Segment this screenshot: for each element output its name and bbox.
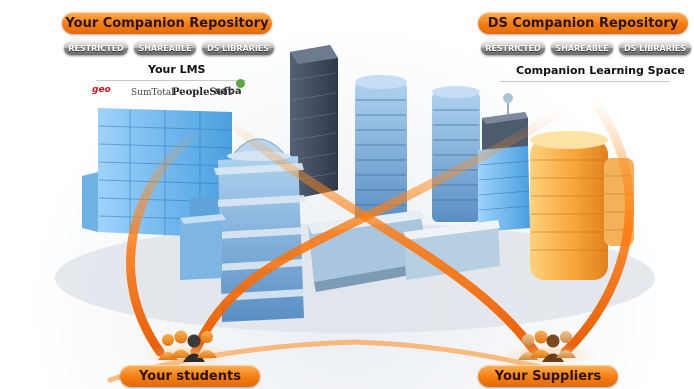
- left-repository-title: Your Companion Repository: [62, 12, 272, 34]
- suppliers-label: Your Suppliers: [478, 365, 618, 387]
- sumtotal-logo: SumTotal: [131, 88, 175, 98]
- left-restricted-button[interactable]: RESTRICTED: [64, 41, 128, 55]
- glass-block-right: [478, 146, 530, 232]
- orange-building-right: [530, 131, 634, 280]
- right-shareable-button[interactable]: SHAREABLE: [551, 41, 613, 55]
- geo-logo: geo: [92, 85, 111, 95]
- left-ds-libraries-button[interactable]: DS LIBRARIES: [202, 41, 274, 55]
- students-label: Your students: [120, 365, 260, 387]
- saba-logo: saba: [215, 86, 242, 97]
- students-people-icon: [158, 330, 217, 362]
- saba-leaf-icon: [236, 79, 245, 88]
- right-ds-libraries-button[interactable]: DS LIBRARIES: [619, 41, 691, 55]
- cylinder-tower-right: [432, 86, 513, 222]
- steel-tower: [290, 45, 338, 198]
- peoplesoft-logo: PeopleSoft: [172, 87, 233, 98]
- left-shareable-button[interactable]: SHAREABLE: [134, 41, 196, 55]
- right-repository-subtitle: Companion Learning Space: [516, 64, 685, 77]
- suppliers-people-icon: [518, 330, 576, 362]
- glass-cubes-left: [180, 196, 226, 280]
- right-restricted-button[interactable]: RESTRICTED: [481, 41, 545, 55]
- left-subtitle-divider: [96, 80, 246, 81]
- domed-building: [214, 138, 306, 322]
- right-repository-title: DS Companion Repository: [478, 12, 688, 34]
- right-subtitle-divider: [500, 81, 670, 82]
- left-repository-subtitle: Your LMS: [148, 63, 206, 76]
